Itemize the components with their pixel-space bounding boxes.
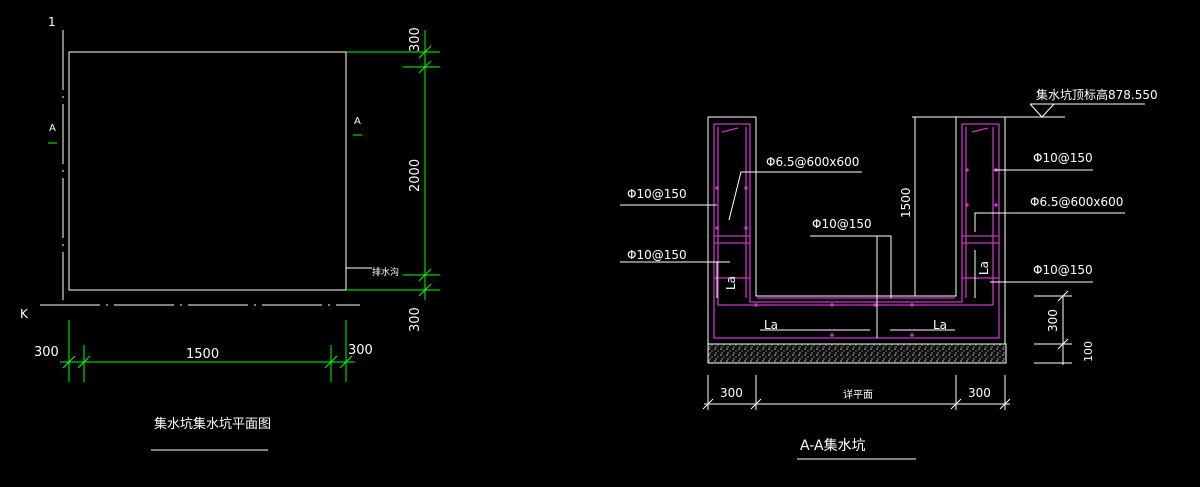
la-label-bottom-left: La [764,318,778,332]
la-label-bottom-right: La [933,318,947,332]
section-dim-300-vertical: 300 [1046,309,1060,332]
section-dim-300-right: 300 [968,386,991,400]
la-label-right: La [977,261,991,275]
section-dim-1500: 1500 [899,187,913,218]
la-markers [716,250,976,331]
rebar-label-2: Φ10@150 [627,187,687,201]
la-label-left: La [724,276,738,290]
section-dim-width-label: 详平面 [843,388,873,401]
rebar-cage [713,123,1000,339]
rebar-label-7: Φ10@150 [1033,263,1093,277]
section-dim-100: 100 [1082,341,1095,362]
section-dim-300-left: 300 [720,386,743,400]
rebar-dots [715,168,998,337]
plan-dim-300-right: 300 [348,343,373,358]
rebar-label-1: Φ6.5@600x600 [766,155,859,169]
elevation-label: 集水坑顶标高878.550 [1036,87,1158,102]
rebar-leaders [620,169,1125,338]
plan-dim-300-left: 300 [34,345,59,360]
plan-title: 集水坑集水坑平面图 [154,416,271,432]
rebar-label-6: Φ6.5@600x600 [1030,195,1123,209]
plan-dim-300-top: 300 [408,27,423,52]
axis-label-left: K [20,307,29,321]
plan-dim-300-bottom: 300 [408,307,423,332]
section-bottom-dimension [702,375,1011,410]
plan-dim-1500: 1500 [186,347,219,362]
rebar-label-3: Φ10@150 [627,248,687,262]
section-mark-left: A [49,123,56,134]
section-right-dimension [1034,290,1072,365]
plan-right-dimension [346,30,440,300]
section-view: La La La La 1500 集水坑顶标高878.550 Φ6.5@6 [620,87,1158,460]
rebar-label-4: Φ10@150 [812,217,872,231]
rebar-label-5: Φ10@150 [1033,151,1093,165]
plan-bottom-dimension [60,320,355,382]
inner-height-dimension [912,116,956,296]
plan-view: 1 K A A 排水沟 300 2000 300 [20,15,440,451]
section-mark-right: A [354,116,361,127]
pit-outline [68,51,347,291]
drain-label: 排水沟 [372,266,399,278]
section-title: A-A集水坑 [800,437,866,454]
gravel-cushion [707,343,1007,364]
plan-dim-2000: 2000 [408,159,423,192]
axis-label-top: 1 [48,15,56,29]
elevation-marker [1005,103,1145,118]
